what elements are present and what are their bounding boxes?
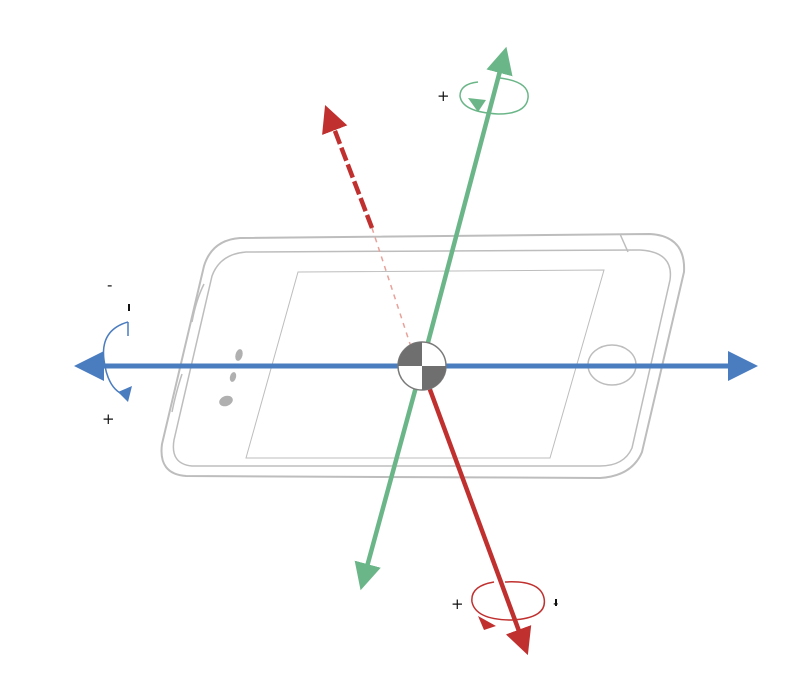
x-rotation-arrow-icon [102,321,132,402]
z-axis-arrow-upper [322,104,375,229]
side-button [171,373,183,413]
y-axis-arrow-positive [419,46,513,366]
sensor-dot [229,372,237,382]
origin-marker [397,341,447,391]
phone-screen [245,269,605,459]
z-positive-sign: + [451,595,464,613]
z-axis-hidden-segment [371,227,413,351]
x-negative-sign: - [107,276,112,294]
y-rotation-arrow-icon [459,77,529,115]
phone-speaker-dots [219,349,243,407]
phone-outer-body [160,232,686,480]
z-rotation-arrow-icon [471,581,546,630]
y-positive-sign: + [437,87,450,105]
phone-side-buttons [171,283,205,413]
earpiece-dot [219,395,233,407]
z-axis-arrow-lower [419,367,532,656]
phone-corner-seam [619,233,629,253]
volume-button [191,283,205,323]
front-camera-dot [235,349,243,361]
phone-inner-bezel [172,249,672,467]
x-positive-sign: + [102,410,115,428]
y-axis-arrow-negative [354,364,425,591]
